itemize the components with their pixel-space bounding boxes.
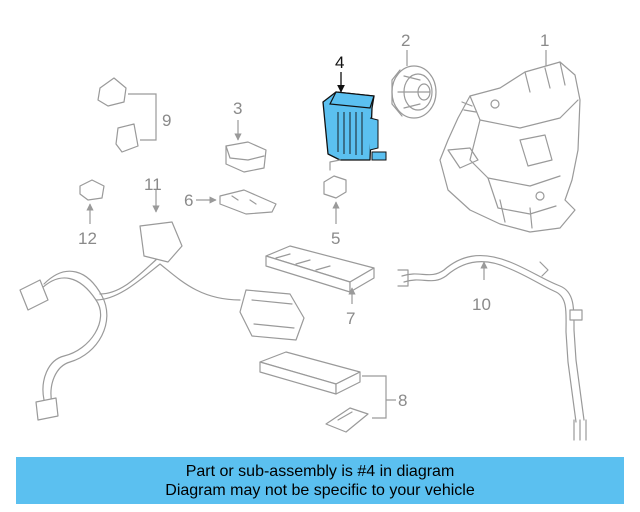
leader-8 — [362, 375, 396, 419]
callout-1: 1 — [540, 31, 549, 50]
part-5-sensor-clip[interactable] — [323, 159, 347, 199]
callout-6: 6 — [184, 191, 193, 210]
part-4-highlighted-module[interactable] — [322, 91, 387, 161]
callout-7: 7 — [346, 309, 355, 328]
part-11-wiring-harness[interactable] — [19, 221, 305, 421]
part-3-bracket[interactable] — [225, 141, 267, 173]
callout-2: 2 — [401, 31, 410, 50]
part-2-blower-motor[interactable] — [391, 65, 437, 119]
leader-9 — [128, 93, 157, 141]
banner-line-2: Diagram may not be specific to your vehi… — [165, 481, 475, 499]
part-7-heater-core[interactable] — [265, 245, 375, 293]
info-banner: Part or sub-assembly is #4 in diagram Di… — [16, 457, 624, 504]
banner-line-1: Part or sub-assembly is #4 in diagram — [185, 462, 455, 480]
part-8-evaporator[interactable] — [259, 351, 369, 433]
callout-4: 4 — [335, 53, 344, 72]
part-9-clips[interactable] — [97, 77, 139, 153]
part-10-ac-lines[interactable] — [397, 255, 587, 441]
part-6-connector[interactable] — [219, 189, 277, 215]
parts-diagram: 1 2 4 5 3 6 9 — [19, 31, 587, 441]
part-1-hvac-housing[interactable] — [439, 61, 581, 233]
part-12-plug[interactable] — [79, 179, 105, 201]
callout-10: 10 — [472, 295, 491, 314]
callout-3: 3 — [233, 99, 242, 118]
callout-12: 12 — [78, 229, 97, 248]
callout-11: 11 — [144, 175, 162, 194]
callout-9: 9 — [162, 111, 171, 130]
callout-8: 8 — [398, 391, 407, 410]
callout-5: 5 — [331, 229, 340, 248]
